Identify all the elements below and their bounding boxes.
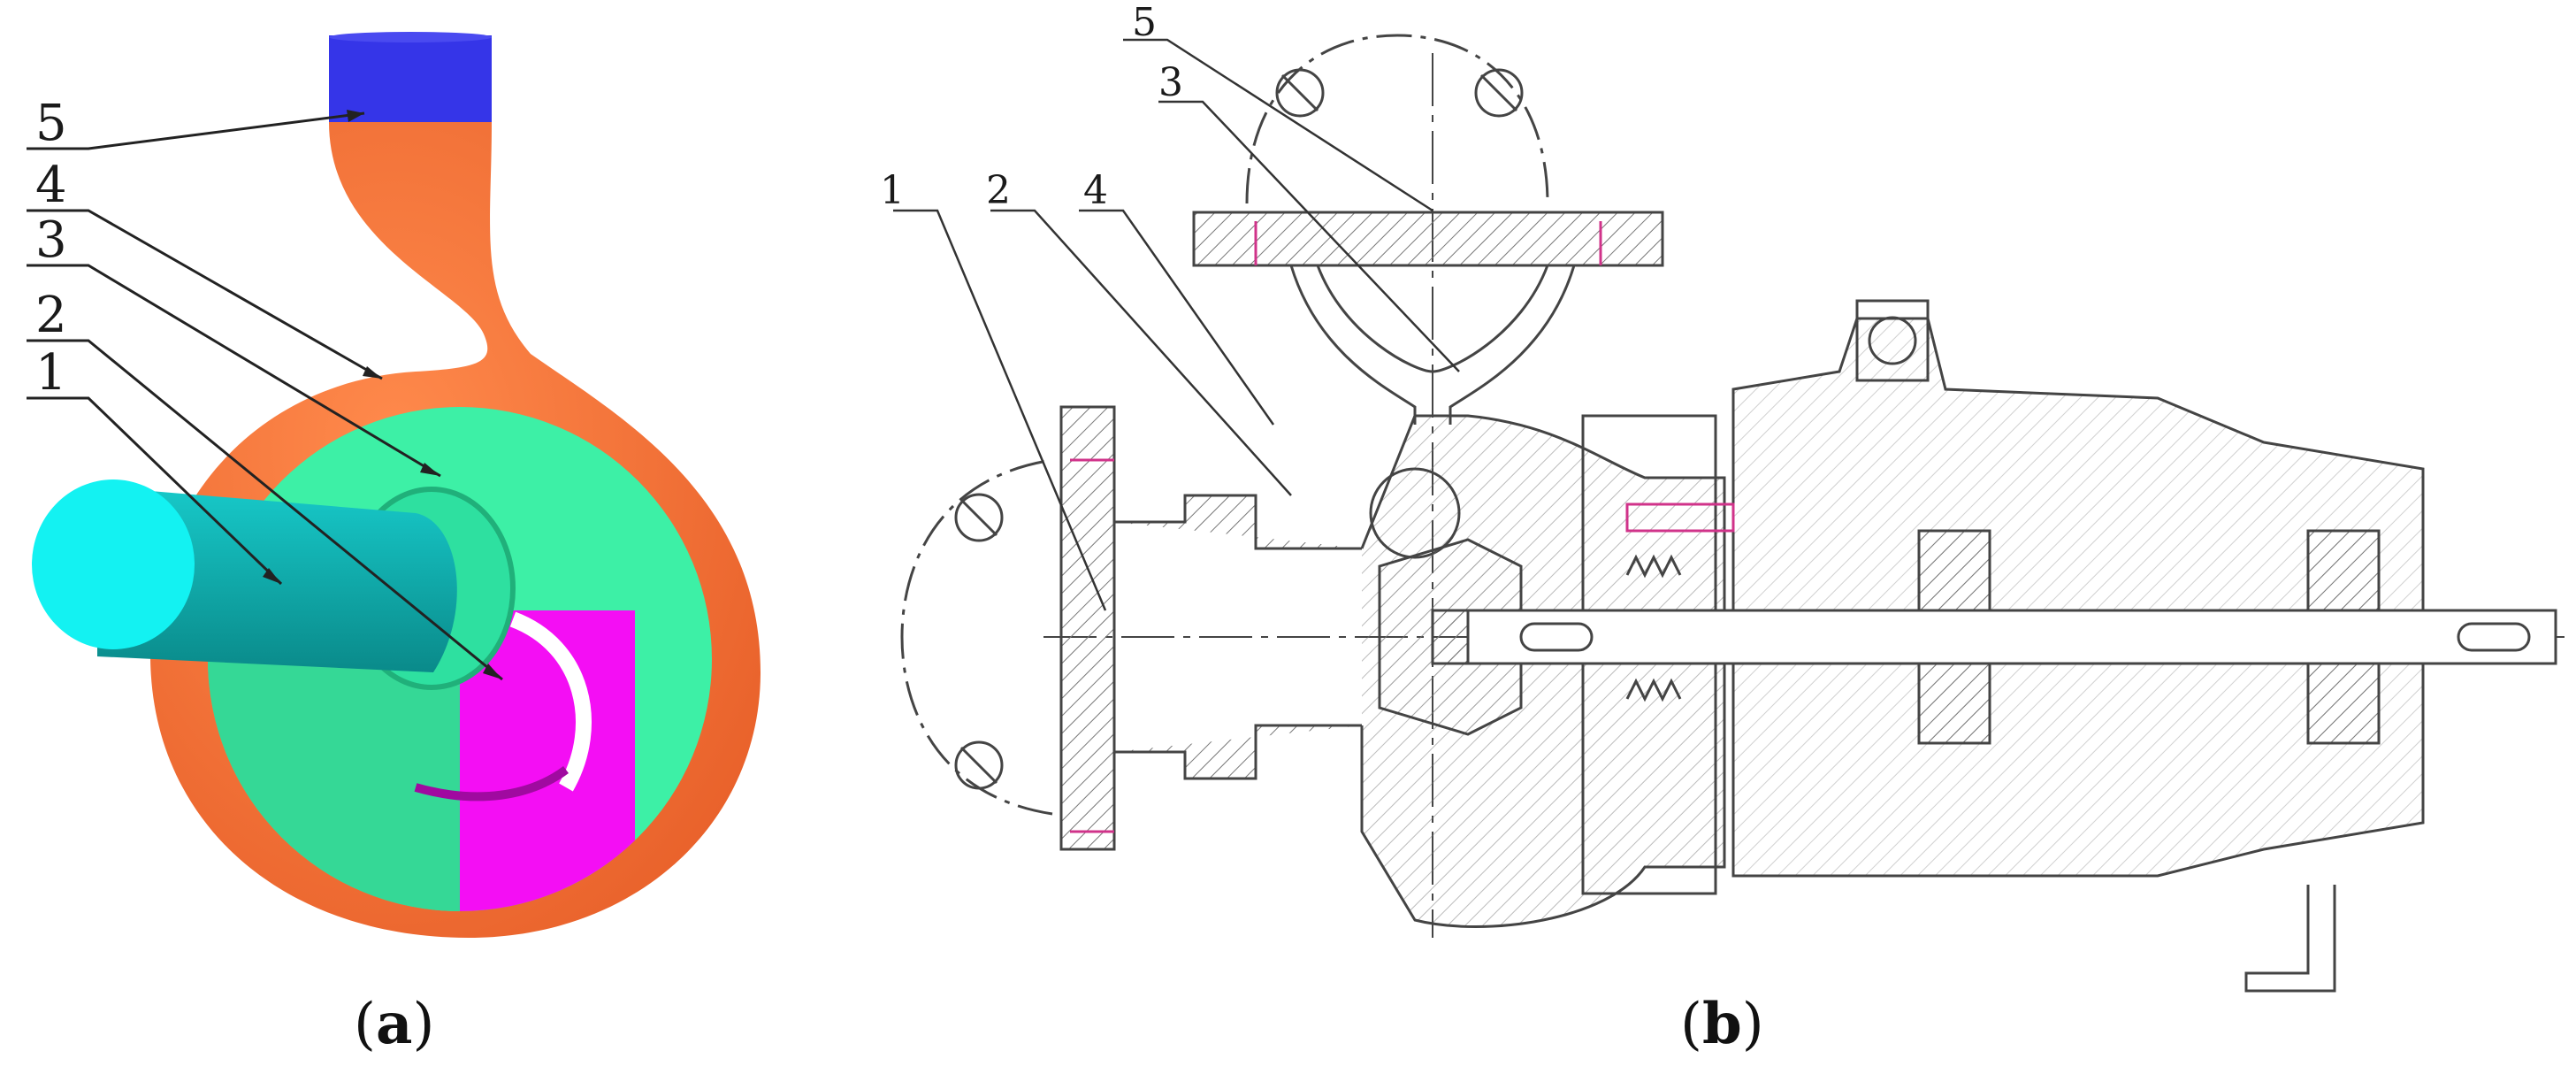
label-2: 2 <box>35 287 67 344</box>
inlet-duct-bottom <box>1114 724 1362 780</box>
bolt-hole-3 <box>954 493 1004 542</box>
outlet-flange-circle <box>1245 34 1549 204</box>
caption-b: (b) <box>1680 991 1764 1057</box>
b-callout-line-5 <box>1123 38 1433 212</box>
callout-line-3 <box>27 264 441 478</box>
bolt-hole-1-cross <box>1280 73 1319 112</box>
impeller-groove-2 <box>414 765 569 802</box>
support-foot <box>2244 885 2336 993</box>
bearing-housing <box>1731 317 2425 878</box>
label-1: 1 <box>35 344 67 402</box>
caption-a-letter: a <box>375 991 413 1057</box>
panel-a-arrowheads <box>263 110 502 679</box>
callout-line-1 <box>27 396 283 586</box>
seal-springs <box>1625 554 1682 702</box>
outlet-part <box>329 35 492 124</box>
b-label-3: 3 <box>1158 60 1183 105</box>
shaft <box>1466 609 2557 665</box>
shaft-key-inner <box>1519 622 1594 652</box>
inlet-duct-top <box>1114 494 1362 550</box>
bolt-hole-3-cross <box>959 498 998 537</box>
arrowhead-2 <box>483 664 502 679</box>
impeller <box>460 610 635 911</box>
arrowhead-3 <box>420 463 440 476</box>
callout-line-2 <box>27 339 503 681</box>
arrowhead-4 <box>363 366 382 379</box>
b-label-2: 2 <box>986 168 1011 213</box>
bolt-hole-4 <box>954 740 1004 790</box>
b-label-4: 4 <box>1083 168 1108 213</box>
accent-details <box>1070 221 1735 833</box>
label-5: 5 <box>35 95 67 152</box>
panel-b-callout-lines <box>893 38 1460 611</box>
front-chamber-shade <box>208 659 460 911</box>
bolt-hole-1 <box>1275 68 1325 118</box>
outlet-part-top <box>329 32 492 42</box>
callout-line-4 <box>27 209 383 380</box>
label-3: 3 <box>35 211 67 269</box>
b-callout-line-2 <box>990 209 1292 496</box>
b-callout-line-4 <box>1079 209 1275 426</box>
impeller-groove <box>509 611 592 792</box>
shaft-key <box>2457 622 2531 652</box>
arrowhead-1 <box>263 568 281 584</box>
accent-bolt <box>1625 502 1735 533</box>
inlet-pipe-face <box>32 479 195 649</box>
bolt-hole-2-cross <box>1479 73 1518 112</box>
bearing-lug <box>1855 299 1930 382</box>
b-callout-line-3 <box>1158 100 1460 372</box>
callout-line-5 <box>27 111 365 150</box>
panel-a-drawing: 5 4 3 2 1 <box>27 32 761 938</box>
arrowhead-5 <box>347 110 364 122</box>
panel-b-section-drawing: 5 3 1 2 4 (b) <box>849 0 2576 1074</box>
bolt-hole-4-cross <box>959 746 998 785</box>
outlet-neck <box>1316 265 1549 373</box>
bearing-lug-hole <box>1868 316 1917 365</box>
section-outline <box>900 34 2565 993</box>
outlet-neck-outer <box>1289 265 1576 425</box>
b-label-5: 5 <box>1132 0 1157 45</box>
panel-a-3d-model: 5 4 3 2 1 (a) <box>0 0 796 1074</box>
b-callout-line-1 <box>893 209 1107 611</box>
caption-b-letter: b <box>1701 991 1742 1057</box>
b-label-1: 1 <box>880 168 905 213</box>
inlet-flange-circle <box>900 458 1053 816</box>
label-4: 4 <box>35 157 67 214</box>
outlet-flange <box>1192 211 1664 267</box>
bolt-hole-2 <box>1474 68 1524 118</box>
panel-b-drawing: 5 3 1 2 4 <box>880 0 2565 993</box>
caption-a: (a) <box>354 991 435 1057</box>
inlet-flange <box>1059 405 1116 851</box>
panel-a-callout-lines <box>27 111 503 681</box>
